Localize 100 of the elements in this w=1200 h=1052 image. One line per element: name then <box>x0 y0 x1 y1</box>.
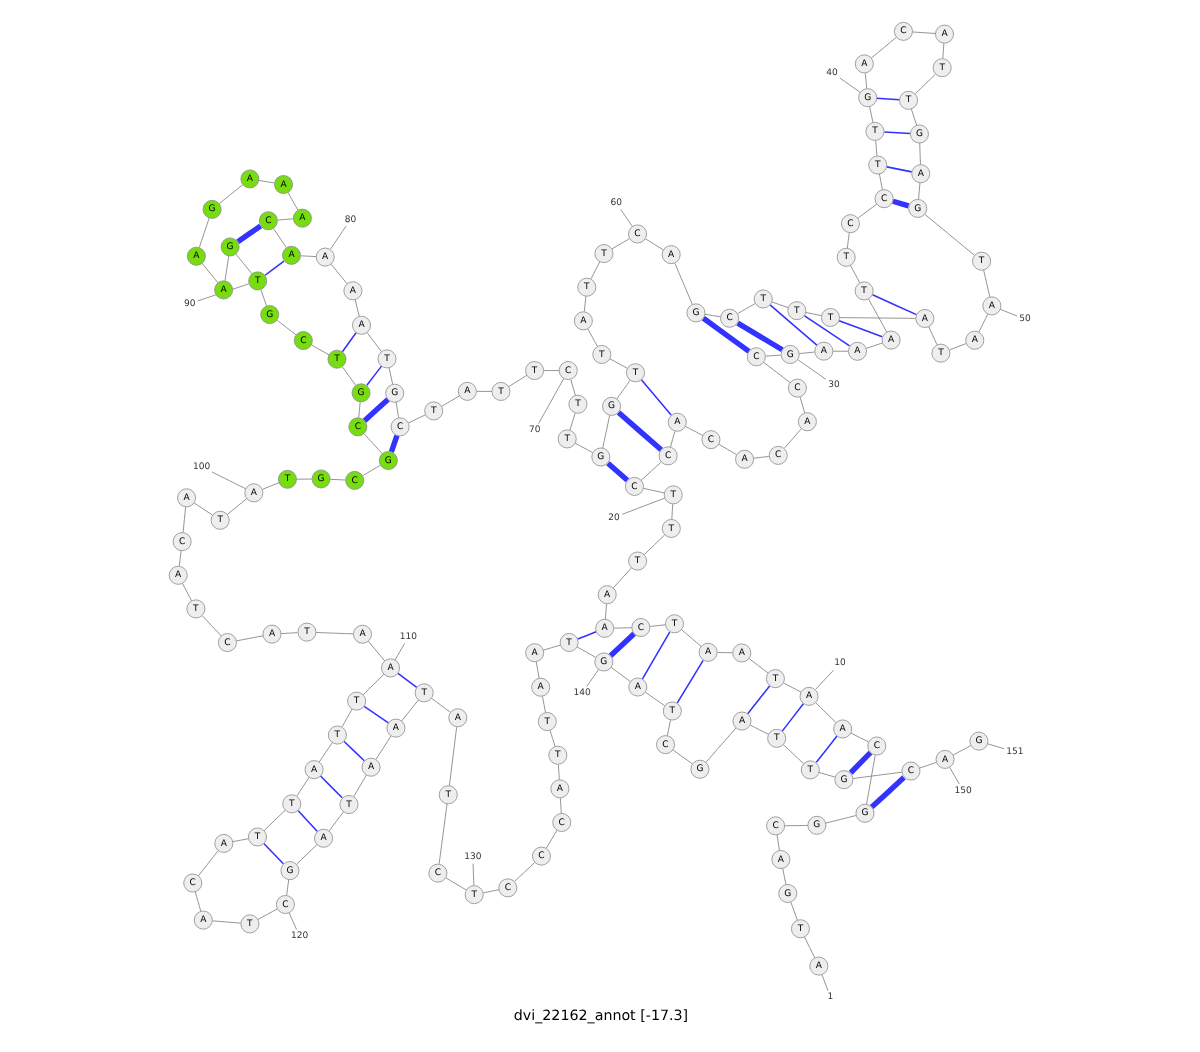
connector <box>639 378 671 416</box>
connector <box>948 766 959 785</box>
connector <box>275 319 296 336</box>
connector <box>257 179 274 184</box>
connector <box>977 313 988 333</box>
connector <box>909 108 917 126</box>
connector <box>367 640 384 662</box>
connector <box>586 328 597 347</box>
connector <box>231 838 248 843</box>
connector <box>601 415 610 449</box>
connector <box>475 390 492 392</box>
connector <box>986 743 1004 750</box>
connector <box>430 697 450 713</box>
connector <box>582 295 586 312</box>
connector <box>259 289 267 307</box>
connector <box>585 668 599 687</box>
connector <box>814 702 836 723</box>
connector <box>310 344 329 356</box>
connector <box>340 332 356 353</box>
connector <box>225 498 247 515</box>
connector <box>393 642 405 661</box>
connector <box>200 262 218 284</box>
connector <box>797 351 814 354</box>
connector <box>609 667 630 682</box>
connector <box>783 825 808 827</box>
connector <box>923 214 974 256</box>
connector <box>340 366 356 386</box>
connector <box>541 696 545 713</box>
connector <box>361 397 389 423</box>
connector <box>534 661 539 679</box>
connector <box>615 410 662 452</box>
connector <box>868 775 905 810</box>
connector <box>365 365 382 386</box>
connector <box>802 315 850 347</box>
connector <box>407 414 425 424</box>
connector <box>798 396 805 414</box>
connector <box>918 762 936 769</box>
connector <box>867 298 887 333</box>
connector <box>838 77 860 93</box>
connector <box>262 809 285 832</box>
connector <box>362 433 382 455</box>
connector <box>235 635 263 642</box>
connector <box>736 303 755 315</box>
connector <box>352 774 366 798</box>
connector <box>619 209 632 227</box>
connector <box>287 912 297 930</box>
connector <box>911 31 935 34</box>
connector <box>569 379 575 396</box>
connector <box>329 478 345 481</box>
connector <box>982 269 990 298</box>
connector <box>611 567 631 589</box>
connector <box>856 203 877 219</box>
connector <box>752 456 769 459</box>
connector <box>824 815 856 824</box>
connector <box>440 395 459 407</box>
connector <box>762 362 790 383</box>
connector <box>193 891 201 912</box>
connector <box>951 745 971 756</box>
connector <box>318 775 342 799</box>
connector <box>481 889 499 894</box>
connector <box>272 227 286 249</box>
connector <box>643 238 663 251</box>
connector <box>444 877 466 891</box>
connector <box>200 615 221 637</box>
connector <box>849 732 868 743</box>
connector <box>361 673 384 696</box>
connector <box>782 744 803 764</box>
connector <box>400 699 418 722</box>
connector <box>234 253 252 275</box>
connector <box>870 293 917 316</box>
connector <box>361 464 380 476</box>
connector <box>874 97 900 101</box>
connector <box>210 471 246 490</box>
connector <box>814 669 833 690</box>
connector <box>295 478 312 480</box>
connector <box>780 702 804 732</box>
connector <box>789 902 797 921</box>
connector <box>181 506 186 533</box>
connector <box>885 166 912 173</box>
connector <box>340 708 352 728</box>
connector <box>299 255 316 258</box>
connector <box>870 36 896 59</box>
connector <box>770 301 788 308</box>
connector <box>610 238 629 250</box>
connector <box>437 803 447 865</box>
connector <box>329 225 346 250</box>
connector <box>675 659 703 704</box>
connector <box>820 974 828 992</box>
connector <box>589 261 600 280</box>
connector <box>716 652 733 654</box>
connector <box>387 367 393 385</box>
connector <box>782 428 801 449</box>
connector <box>735 320 783 353</box>
connector <box>684 426 703 436</box>
connector <box>642 534 664 555</box>
connector <box>217 184 243 204</box>
connector <box>998 308 1017 317</box>
connector <box>295 844 317 865</box>
connector <box>177 550 181 567</box>
connector <box>781 868 786 886</box>
